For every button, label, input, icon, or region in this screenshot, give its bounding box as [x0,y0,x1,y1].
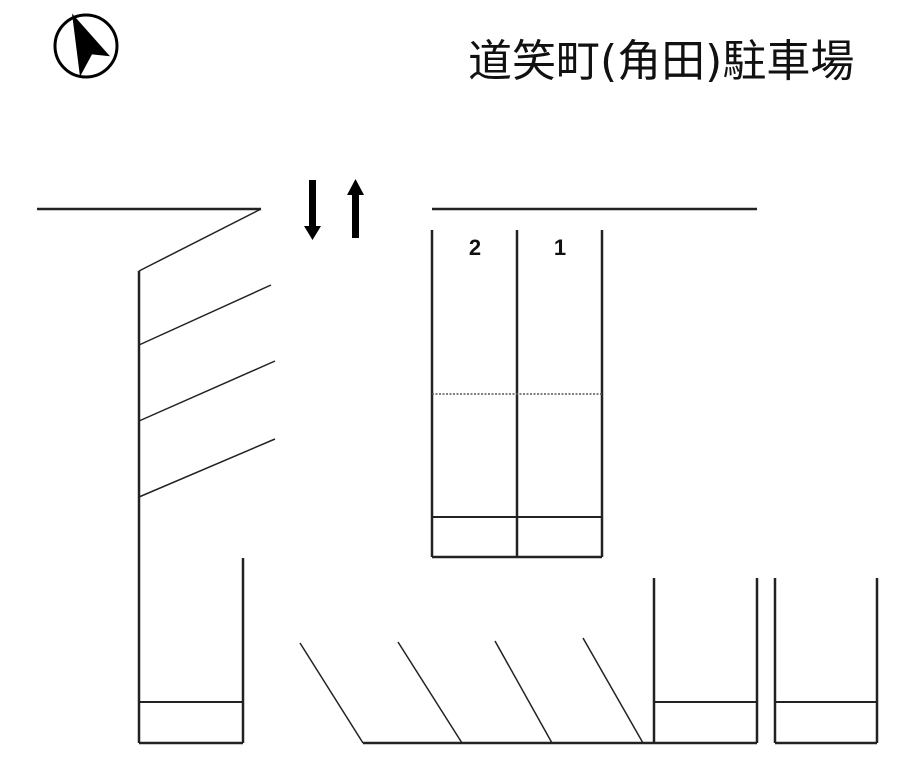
parking-space-1-label: 1 [553,235,567,260]
north-compass [52,12,122,82]
bottom-left-stall [139,558,245,745]
north-arrow-icon [53,13,119,79]
numbered-stalls [430,230,604,559]
bottom-right-stall-b [773,578,879,745]
arrow-up-icon [347,179,364,238]
road-edge-top-left [37,207,262,272]
arrow-down-icon [304,180,321,240]
bottom-diagonal-stalls [299,637,654,745]
parking-space-2-label: 2 [468,235,482,260]
left-diagonal-stalls [137,271,276,743]
page-title: 道笑町(角田)駐車場 [468,36,855,87]
bottom-right-stall-a [652,578,759,745]
